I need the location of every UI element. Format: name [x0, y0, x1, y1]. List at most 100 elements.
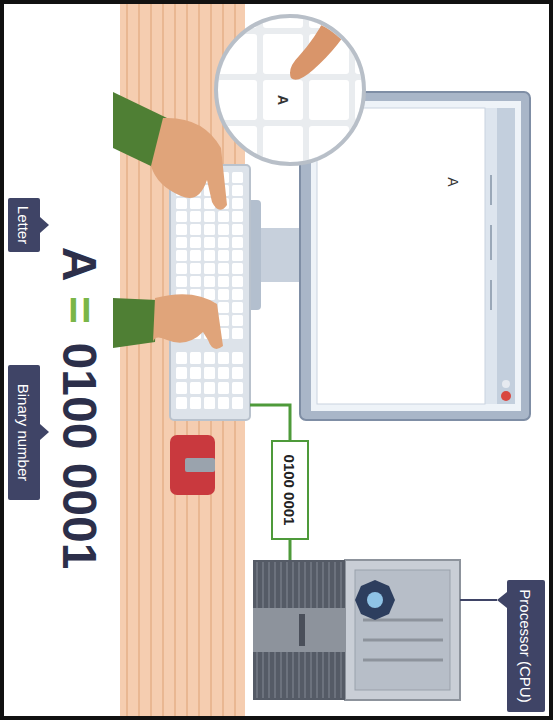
key: [190, 276, 201, 287]
drive-slot: [299, 614, 305, 646]
signal-box: 0100 0001: [271, 440, 309, 540]
cpu-chip: [355, 580, 395, 620]
key: [176, 263, 187, 274]
key: [176, 198, 187, 209]
magnified-key: [171, 0, 211, 28]
hand: [151, 118, 227, 210]
key: [204, 382, 215, 394]
keyboard-keys: [176, 172, 243, 409]
label-tab: Letter: [8, 198, 40, 252]
key: [190, 224, 201, 235]
key: [190, 367, 201, 379]
monitor-neck: [255, 228, 303, 282]
tower-case: [345, 560, 460, 700]
key: [204, 397, 215, 409]
key: [218, 250, 229, 261]
magnified-key: [217, 80, 257, 120]
key: [232, 382, 243, 394]
key: [232, 185, 243, 196]
key: [218, 352, 229, 364]
key: [232, 328, 243, 339]
key: [176, 367, 187, 379]
document-area: [317, 108, 485, 404]
key: [190, 198, 201, 209]
menu-item: [490, 280, 492, 310]
key: [232, 367, 243, 379]
sleeve: [113, 298, 157, 348]
magnified-key: [309, 80, 349, 120]
key: [232, 172, 243, 183]
key: [204, 211, 215, 222]
magnified-keys: [171, 0, 395, 212]
key: [218, 211, 229, 222]
magnified-key: [309, 0, 349, 28]
cpu-core: [367, 592, 383, 608]
letter: A: [52, 244, 108, 284]
desk-grain-line: [150, 0, 152, 720]
close-button: [501, 391, 511, 401]
label-tab: Processor (CPU): [507, 580, 545, 712]
key: [218, 367, 229, 379]
magnified-key: [355, 126, 395, 166]
key: [204, 237, 215, 248]
window-button: [502, 380, 510, 388]
tab-pointer: [40, 217, 49, 233]
equals-sign: =: [52, 290, 108, 330]
menu-item: [490, 175, 492, 205]
key: [232, 397, 243, 409]
key: [176, 352, 187, 364]
magnifier-rim: [216, 16, 364, 164]
magnified-key: [263, 80, 303, 120]
key: [176, 250, 187, 261]
label-tab: Binary number: [8, 365, 40, 500]
key: [218, 382, 229, 394]
magnified-key: [263, 0, 303, 28]
key: [190, 211, 201, 222]
magnified-key: [355, 172, 395, 212]
node-text: Processor (CPU): [518, 589, 535, 702]
key: [204, 263, 215, 274]
key: [232, 276, 243, 287]
key: [190, 397, 201, 409]
monitor-frame: [300, 92, 530, 420]
key: [176, 211, 187, 222]
key: [218, 302, 229, 313]
keyboard: [170, 165, 250, 420]
key: [204, 352, 215, 364]
menu-item: [490, 225, 492, 260]
magnified-key: [355, 0, 395, 28]
key: [218, 276, 229, 287]
key: [190, 250, 201, 261]
key: [232, 237, 243, 248]
magnified-key: [309, 172, 349, 212]
motherboard: [355, 570, 450, 690]
monitor-screen: [311, 101, 521, 411]
mouse-wheel: [185, 458, 215, 472]
magnified-key: [217, 172, 257, 212]
mouse: [170, 435, 215, 495]
key: [232, 224, 243, 235]
key: [190, 382, 201, 394]
window-titlebar: [497, 108, 515, 404]
magnified-key: [217, 126, 257, 166]
key: [176, 276, 187, 287]
screen-letter: A: [443, 170, 463, 194]
board-slot: [363, 639, 443, 642]
magnified-key: [171, 80, 211, 120]
key: [218, 237, 229, 248]
drive-bay: [253, 608, 345, 652]
window-menubar: [485, 108, 497, 404]
key: [232, 250, 243, 261]
key: [232, 315, 243, 326]
key: [176, 382, 187, 394]
key: [232, 352, 243, 364]
tower-front: [253, 560, 345, 700]
magnified-key: [217, 0, 257, 28]
key: [232, 302, 243, 313]
binary-number: 0100 0001: [52, 338, 108, 574]
magnified-key: [171, 126, 211, 166]
key: [176, 397, 187, 409]
key: [204, 224, 215, 235]
